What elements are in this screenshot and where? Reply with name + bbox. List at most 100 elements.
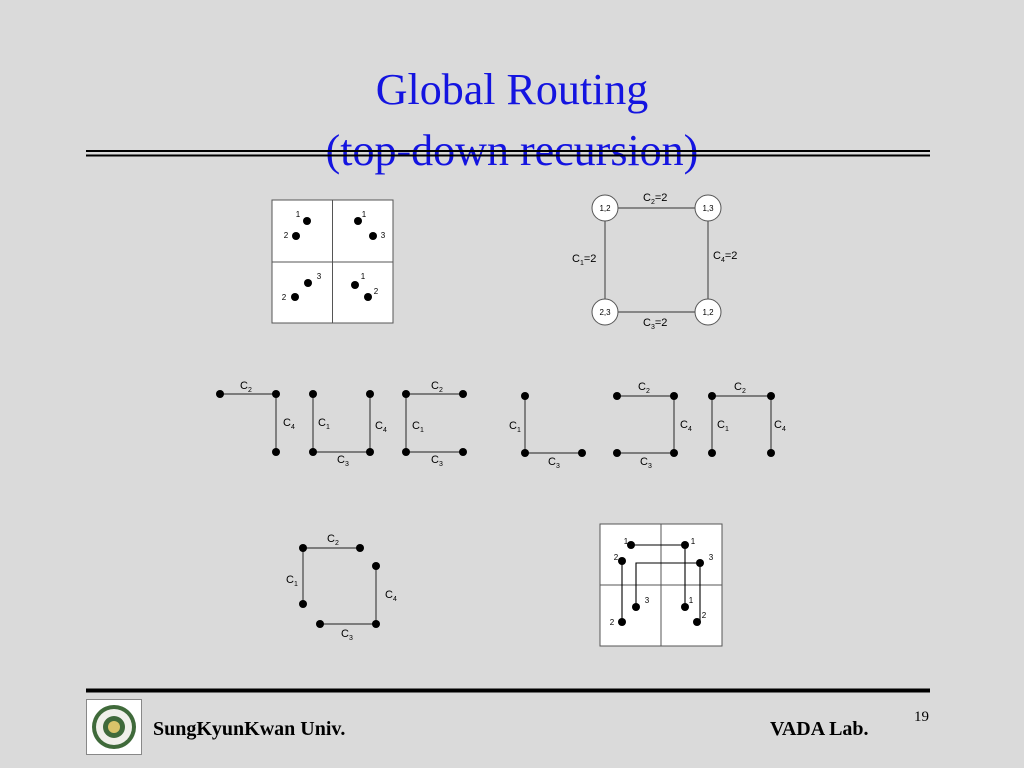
graph-node-label: 1,3	[702, 204, 714, 213]
graph-node	[591, 194, 619, 222]
pin-dot	[299, 544, 307, 552]
pin-dot	[670, 449, 678, 457]
pin-dot	[292, 232, 300, 240]
final-route: C2 C1 C4 C3	[286, 533, 397, 642]
pin-label: 2	[284, 231, 289, 240]
pin-dot	[309, 390, 317, 398]
graph-node-label: 1,2	[702, 308, 714, 317]
pin-dot	[693, 618, 701, 626]
pin-dot	[272, 390, 280, 398]
route-label: C3	[337, 454, 349, 468]
routing-graph: 1,2 1,3 2,3 1,2 C2=2 C1=2 C4=2 C3=2	[572, 192, 737, 331]
route-label: C4	[385, 589, 397, 603]
pin-label: 3	[709, 553, 714, 562]
route-label: C1	[717, 419, 729, 433]
pin-dot	[459, 448, 467, 456]
pin-dot	[299, 600, 307, 608]
pin-dot	[366, 448, 374, 456]
pin-dot	[708, 392, 716, 400]
pin-dot	[402, 390, 410, 398]
route-label: C2	[240, 380, 252, 394]
route-label: C3	[640, 456, 652, 470]
route-label: C4	[283, 417, 295, 431]
footer-university: SungKyunKwan Univ.	[153, 718, 346, 740]
pin-dot	[767, 449, 775, 457]
university-logo	[86, 699, 142, 755]
pin-label: 2	[374, 287, 379, 296]
routed-grid-bottom: 1 2 1 3 3 2 1 2	[599, 523, 723, 647]
pin-dot	[681, 603, 689, 611]
pin-dot	[291, 293, 299, 301]
pin-dot	[356, 544, 364, 552]
pin-label: 2	[702, 611, 707, 620]
pin-dot	[272, 448, 280, 456]
route-label: C2	[431, 380, 443, 394]
pin-dot	[613, 449, 621, 457]
pin-dot	[578, 449, 586, 457]
route-label: C4	[680, 419, 692, 433]
pin-dot	[366, 390, 374, 398]
pin-dot	[351, 281, 359, 289]
route-option-1: C2 C4	[216, 380, 295, 456]
edge-capacity-label: C4=2	[713, 250, 737, 264]
pin-dot	[372, 562, 380, 570]
route-option-4: C1 C3	[509, 392, 586, 470]
route-label: C1	[318, 417, 330, 431]
pin-label: 1	[624, 537, 629, 546]
pin-dot	[304, 279, 312, 287]
pin-dot	[696, 559, 704, 567]
route-label: C3	[341, 628, 353, 642]
pin-grid-top: 1 2 1 3 3 2 1 2	[271, 199, 394, 324]
route-label: C1	[286, 574, 298, 588]
graph-node-label: 1,2	[599, 204, 611, 213]
pin-label: 2	[614, 553, 619, 562]
pin-dot	[708, 449, 716, 457]
pin-label: 3	[645, 596, 650, 605]
pin-label: 3	[317, 272, 322, 281]
edge-capacity-label: C1=2	[572, 253, 596, 267]
route-label: C2	[638, 381, 650, 395]
pin-label: 1	[296, 210, 301, 219]
pin-dot	[309, 448, 317, 456]
pin-dot	[369, 232, 377, 240]
route-label: C3	[431, 454, 443, 468]
pin-dot	[521, 449, 529, 457]
pin-dot	[459, 390, 467, 398]
route-label: C2	[327, 533, 339, 547]
pin-dot	[618, 618, 626, 626]
route-label: C4	[774, 419, 786, 433]
slide-title-line1: Global Routing	[375, 65, 649, 114]
edge-capacity-label: C2=2	[643, 192, 667, 206]
pin-dot	[216, 390, 224, 398]
route-option-3: C2 C1 C3	[402, 380, 467, 468]
route-label: C3	[548, 456, 560, 470]
pin-label: 2	[282, 293, 287, 302]
footer-lab: VADA Lab.	[770, 718, 869, 740]
edge-capacity-label: C3=2	[643, 317, 667, 331]
route-label: C1	[412, 420, 424, 434]
route-option-5: C2 C4 C3	[613, 381, 692, 470]
pin-dot	[521, 392, 529, 400]
graph-node-label: 2,3	[599, 308, 611, 317]
pin-dot	[618, 557, 626, 565]
pin-label: 1	[362, 210, 367, 219]
pin-dot	[402, 448, 410, 456]
pin-dot	[316, 620, 324, 628]
graph-node	[694, 298, 722, 326]
pin-dot	[303, 217, 311, 225]
pin-dot	[681, 541, 689, 549]
pin-dot	[364, 293, 372, 301]
page-number: 19	[914, 709, 929, 725]
route-option-2: C1 C4 C3	[309, 390, 387, 468]
pin-label: 3	[381, 231, 386, 240]
title-rule	[86, 150, 930, 157]
pin-label: 1	[691, 537, 696, 546]
graph-node	[694, 194, 722, 222]
route-option-6: C2 C1 C4	[708, 381, 786, 457]
pin-dot	[354, 217, 362, 225]
pin-dot	[767, 392, 775, 400]
route-label: C4	[375, 420, 387, 434]
graph-node	[591, 298, 619, 326]
pin-label: 1	[361, 272, 366, 281]
pin-label: 1	[689, 596, 694, 605]
